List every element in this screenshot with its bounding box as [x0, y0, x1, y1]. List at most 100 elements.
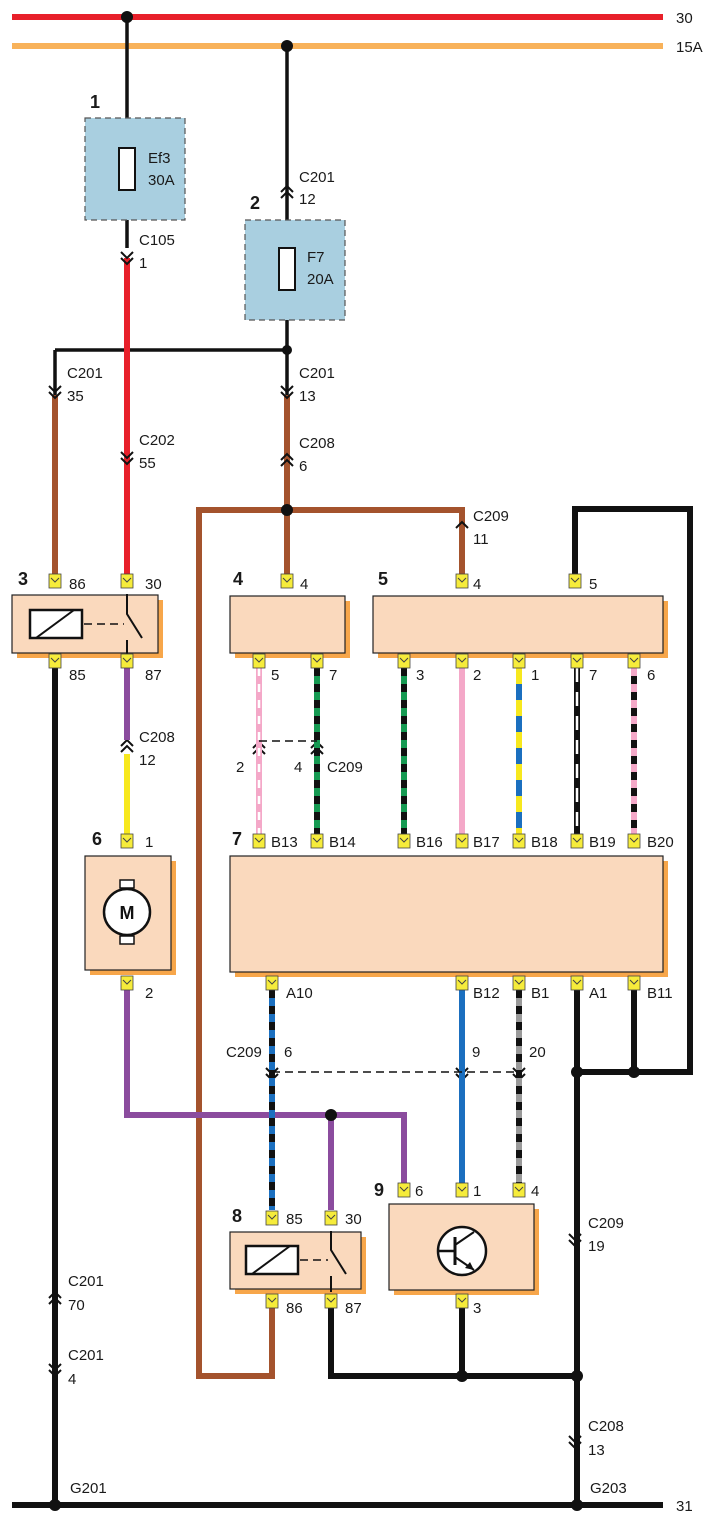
conn-c208-13-pin: 13 — [588, 1442, 605, 1459]
terminal-pin — [512, 1182, 526, 1198]
conn-c105-pin: 1 — [139, 255, 147, 272]
comp-4-pin-5: 5 — [271, 667, 279, 684]
conn-c208-13-name: C208 — [588, 1418, 624, 1435]
relay-3-pin-86: 86 — [69, 576, 86, 593]
terminal-pin — [627, 975, 641, 991]
terminal-pin-mark — [514, 1186, 524, 1192]
terminal-pin — [120, 573, 134, 589]
module-7-pin-B17: B17 — [473, 834, 500, 851]
conn-c208-12-pin: 12 — [139, 752, 156, 769]
terminal-pin-mark — [629, 837, 639, 843]
conn-c201-12-pin: 12 — [299, 191, 316, 208]
conn-c201-70-pin: 70 — [68, 1297, 85, 1314]
comp-5-pin-6: 6 — [647, 667, 655, 684]
module-7-pin-B12: B12 — [473, 985, 500, 1002]
terminal-pin — [252, 833, 266, 849]
terminal-pin — [627, 653, 641, 669]
terminal-pin — [324, 1293, 338, 1309]
module-7-box — [229, 855, 664, 973]
rail-31-label: 31 — [676, 1498, 693, 1515]
terminal-pin-mark — [122, 837, 132, 843]
terminal-pin — [280, 573, 294, 589]
module-7-pin-B14: B14 — [329, 834, 356, 851]
module-7-pin-A10: A10 — [286, 985, 313, 1002]
terminal-pin — [455, 833, 469, 849]
terminal-pin-mark — [267, 979, 277, 985]
terminal-pin — [265, 1210, 279, 1226]
comp-5-pin-5: 5 — [589, 576, 597, 593]
relay-8-pin-87: 87 — [345, 1300, 362, 1317]
comp-9-pin-1: 1 — [473, 1183, 481, 1200]
terminal-pin — [265, 1293, 279, 1309]
terminal-pin-mark — [326, 1297, 336, 1303]
conn-c208-6-pin: 6 — [299, 458, 307, 475]
terminal-pin-mark — [570, 577, 580, 583]
terminal-pin — [324, 1210, 338, 1226]
conn-c209-9-pin: 9 — [472, 1044, 480, 1061]
rail-15a-label: 15A — [676, 39, 703, 56]
module-7-pin-B19: B19 — [589, 834, 616, 851]
motor-symbol: M — [120, 903, 135, 923]
motor-pin-2: 2 — [145, 985, 153, 1002]
terminal-pin — [455, 1293, 469, 1309]
terminal-pin — [397, 1182, 411, 1198]
comp-4-box — [229, 595, 346, 654]
terminal-pin-mark — [457, 657, 467, 663]
relay-3-pin-87: 87 — [145, 667, 162, 684]
terminal-pin — [455, 573, 469, 589]
terminal-pin — [455, 653, 469, 669]
comp-5-pin-7: 7 — [589, 667, 597, 684]
junction-dot — [281, 40, 293, 52]
terminal-pin — [48, 653, 62, 669]
conn-c201-13-name: C201 — [299, 365, 335, 382]
terminal-pin — [512, 833, 526, 849]
rail-30-label: 30 — [676, 10, 693, 27]
fuse-2-rating: 20A — [307, 271, 334, 288]
module-7-pin-B11: B11 — [647, 985, 673, 1002]
comp-4-pin-4: 4 — [300, 576, 308, 593]
relay-3-pin-30: 30 — [145, 576, 162, 593]
fuse-2-name: F7 — [307, 249, 325, 266]
terminal-pins — [48, 573, 641, 1309]
comp-5-number: 5 — [378, 569, 388, 589]
terminal-pin-mark — [572, 979, 582, 985]
conn-c209-19-pin: 19 — [588, 1238, 605, 1255]
terminal-pin — [120, 653, 134, 669]
junction-dot — [281, 504, 293, 516]
terminal-pin-mark — [457, 837, 467, 843]
relay-8-number: 8 — [232, 1206, 242, 1226]
fuse-1-number: 1 — [90, 92, 100, 112]
terminal-pin-mark — [399, 837, 409, 843]
comp-5-pin-1: 1 — [531, 667, 539, 684]
conn-c202-name: C202 — [139, 432, 175, 449]
terminal-pin-mark — [572, 657, 582, 663]
terminal-pin-mark — [629, 657, 639, 663]
relay-8-pin-85: 85 — [286, 1211, 303, 1228]
conn-c209-11-pin: 11 — [473, 531, 489, 548]
conn-c209-mid-pin2: 2 — [236, 759, 244, 776]
terminal-pin-mark — [326, 1214, 336, 1220]
motor-6-number: 6 — [92, 829, 102, 849]
fuse-1-element — [118, 147, 136, 191]
relay-3-pin-85: 85 — [69, 667, 86, 684]
comp-9-pin-4: 4 — [531, 1183, 539, 1200]
fuse-2-element — [278, 247, 296, 291]
terminal-pin-mark — [312, 837, 322, 843]
conn-c209-11-name: C209 — [473, 508, 509, 525]
conn-c208-6-name: C208 — [299, 435, 335, 452]
terminal-pin-mark — [50, 657, 60, 663]
terminal-pin — [568, 573, 582, 589]
motor-icon — [102, 887, 152, 937]
terminal-pin-mark — [122, 979, 132, 985]
comp-4-pin-7: 7 — [329, 667, 337, 684]
terminal-pin — [455, 975, 469, 991]
module-7-pin-B20: B20 — [647, 834, 674, 851]
terminal-pin-mark — [572, 837, 582, 843]
ground-g201-label: G201 — [70, 1480, 107, 1497]
comp-9-number: 9 — [374, 1180, 384, 1200]
terminal-pin-mark — [267, 1214, 277, 1220]
comp-4-number: 4 — [233, 569, 243, 589]
wire-black-k8-87 — [328, 1300, 577, 1379]
